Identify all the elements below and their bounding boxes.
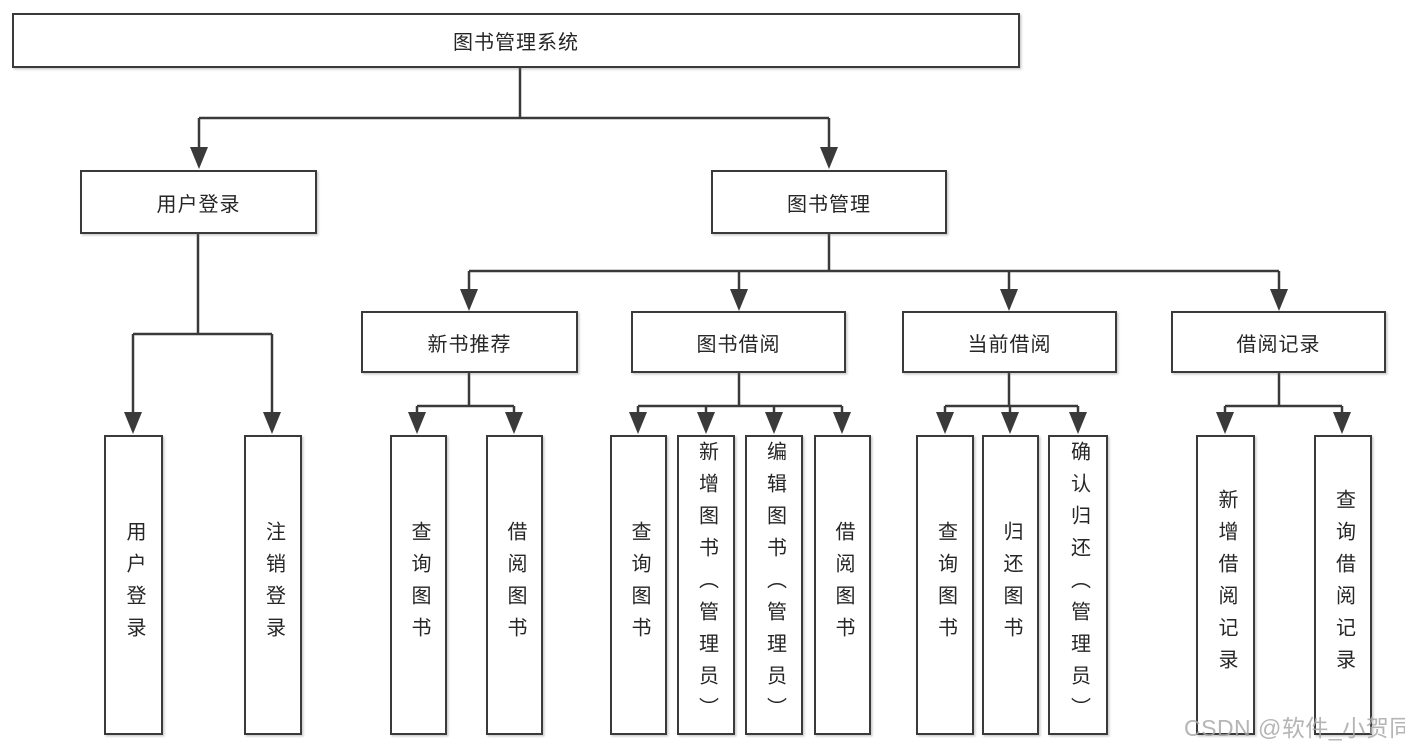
leaf-logout-label: 注销登录 <box>262 521 285 649</box>
leaf-user-login-label: 用户登录 <box>123 521 145 649</box>
leaf-current-confirm-return-admin: 确认归还（管理员） <box>1048 435 1108 735</box>
leaf-recommend-borrow-books: 借阅图书 <box>486 435 543 735</box>
node-borrow-record: 借阅记录 <box>1171 311 1386 373</box>
node-borrow-record-label: 借阅记录 <box>1236 333 1321 356</box>
node-book-borrow-label: 图书借阅 <box>696 333 781 356</box>
leaf-record-query: 查询借阅记录 <box>1314 435 1372 735</box>
leaf-borrow-edit-books-admin: 编辑图书（管理员） <box>745 435 803 735</box>
node-new-book-recommend: 新书推荐 <box>361 311 578 373</box>
node-user-login-group-label: 用户登录 <box>156 193 241 216</box>
leaf-borrow-add-books-admin: 新增图书（管理员） <box>677 435 735 735</box>
leaf-logout: 注销登录 <box>244 435 302 735</box>
leaf-recommend-query-books-label: 查询图书 <box>408 521 430 649</box>
leaf-current-return-books: 归还图书 <box>982 435 1039 735</box>
csdn-watermark: CSDN @软件_小贺同学 <box>1184 715 1405 741</box>
leaf-borrow-borrow-books: 借阅图书 <box>814 435 871 735</box>
leaf-record-add: 新增借阅记录 <box>1196 435 1255 735</box>
leaf-recommend-borrow-books-label: 借阅图书 <box>504 521 526 649</box>
leaf-current-query-books: 查询图书 <box>916 435 974 735</box>
leaf-record-query-label: 查询借阅记录 <box>1332 489 1355 681</box>
leaf-record-add-label: 新增借阅记录 <box>1215 489 1237 681</box>
tree-edges <box>131 68 1344 431</box>
leaf-current-query-books-label: 查询图书 <box>934 521 957 649</box>
node-book-management-system-label: 图书管理系统 <box>453 32 579 54</box>
node-book-management-label: 图书管理 <box>787 193 871 216</box>
node-new-book-recommend-label: 新书推荐 <box>427 333 512 356</box>
leaf-borrow-edit-books-admin-label: 编辑图书（管理员） <box>763 441 786 729</box>
arrowheads <box>124 147 1351 434</box>
leaf-borrow-add-books-admin-label: 新增图书（管理员） <box>695 441 718 729</box>
leaf-current-return-books-label: 归还图书 <box>1000 521 1022 649</box>
leaf-borrow-borrow-books-label: 借阅图书 <box>832 521 854 649</box>
node-book-management-system: 图书管理系统 <box>12 13 1020 68</box>
leaf-current-confirm-return-admin-label: 确认归还（管理员） <box>1067 441 1090 729</box>
node-book-management: 图书管理 <box>711 170 947 234</box>
node-user-login-group: 用户登录 <box>80 170 317 234</box>
leaf-borrow-query-books-label: 查询图书 <box>628 521 650 649</box>
leaf-borrow-query-books: 查询图书 <box>610 435 667 735</box>
node-current-borrow: 当前借阅 <box>902 311 1117 373</box>
node-current-borrow-label: 当前借阅 <box>967 333 1052 356</box>
leaf-user-login: 用户登录 <box>104 435 163 735</box>
node-book-borrow: 图书借阅 <box>631 311 846 373</box>
leaf-recommend-query-books: 查询图书 <box>390 435 447 735</box>
